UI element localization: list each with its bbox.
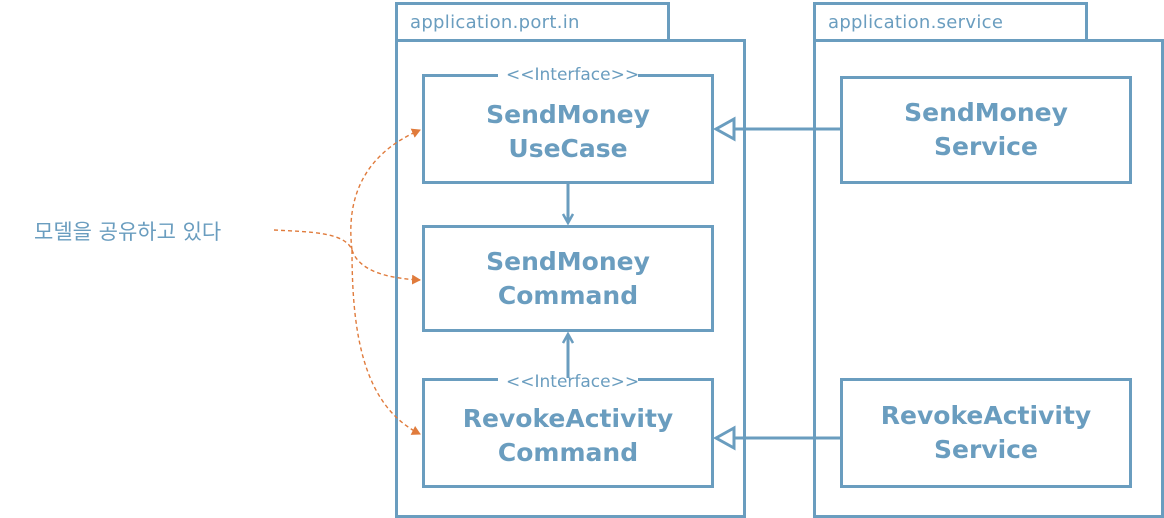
realization-send-money (712, 116, 840, 142)
realization-send-money-arrowhead (712, 116, 736, 142)
annotation-arrow-to-command (351, 249, 421, 285)
node-revoke-activity-command-line1: RevokeActivity (462, 404, 674, 433)
realization-revoke-activity (712, 425, 840, 451)
package-tab-service: application.service (813, 2, 1088, 42)
node-revoke-activity-service[interactable]: RevokeActivity Service (840, 378, 1132, 488)
realization-revoke-activity-arrowhead (712, 425, 736, 451)
package-name-service: application.service (828, 12, 1004, 33)
annotation-arrow-to-usecase (273, 128, 421, 251)
node-send-money-service-line2: Service (934, 132, 1038, 161)
annotation-arrow-to-revoke (351, 249, 421, 435)
package-port-in (395, 39, 746, 518)
package-service (813, 39, 1164, 518)
node-send-money-service-line1: SendMoney (904, 98, 1068, 127)
node-revoke-activity-command-line2: Command (497, 438, 639, 467)
node-send-money-command-line1: SendMoney (486, 246, 650, 276)
node-send-money-service[interactable]: SendMoney Service (840, 76, 1132, 184)
package-name-port-in: application.port.in (410, 12, 580, 33)
node-send-money-command[interactable]: SendMoney Command (422, 225, 714, 332)
package-tab-port-in: application.port.in (395, 2, 670, 42)
node-revoke-activity-service-line2: Service (934, 435, 1038, 464)
node-send-money-usecase[interactable]: SendMoney UseCase (422, 74, 714, 184)
stereotype-send-money-usecase: <<Interface>> (498, 65, 639, 85)
annotation-text: 모델을 공유하고 있다 (34, 220, 222, 244)
node-revoke-activity-service-line1: RevokeActivity (880, 401, 1092, 430)
node-send-money-command-line2: Command (497, 280, 639, 310)
node-send-money-usecase-line2: UseCase (508, 134, 628, 163)
stereotype-revoke-activity-command: <<Interface>> (498, 372, 639, 392)
annotation-arrows (273, 128, 421, 435)
node-send-money-usecase-line1: SendMoney (486, 100, 650, 129)
